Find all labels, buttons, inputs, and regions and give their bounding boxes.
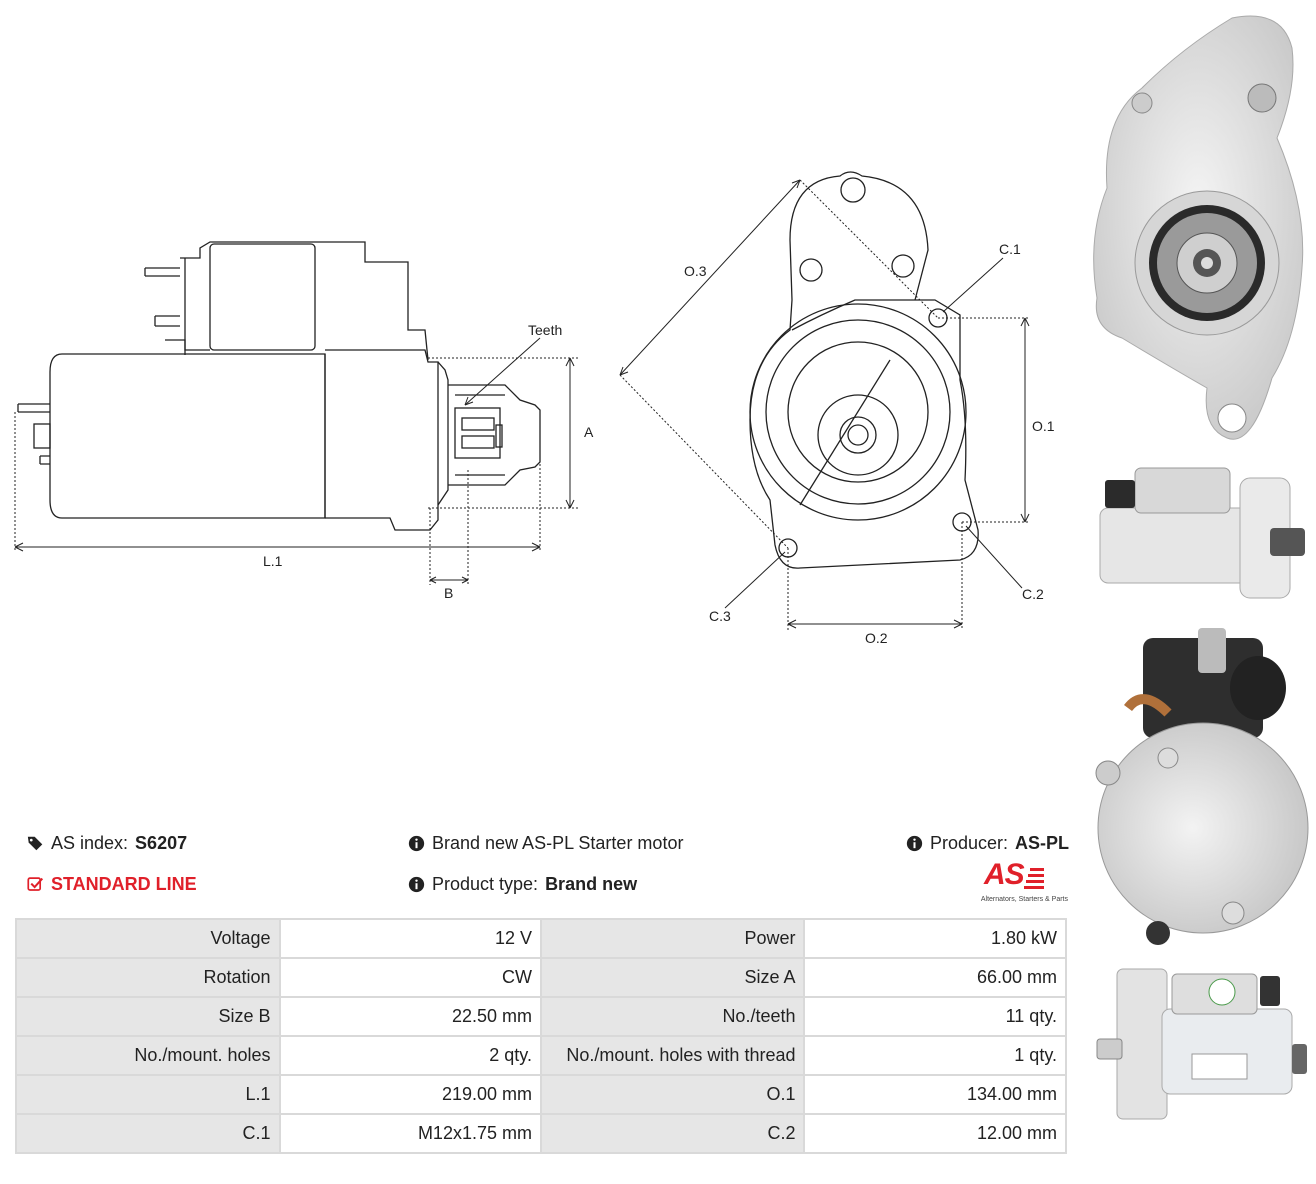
as-index-label: AS index: [51,833,129,853]
standard-line-badge: STANDARD LINE [27,874,197,895]
as-index-value: S6207 [135,833,188,853]
spec-key: Size B [17,998,279,1035]
label-l1: L.1 [263,553,283,569]
producer-label: Producer: [930,833,1009,853]
product-photo-rear [1095,628,1309,945]
product-photo-front [1093,15,1304,440]
spec-key: No./mount. holes with thread [541,1037,804,1074]
product-type-label: Product type: [432,874,539,894]
info-icon [906,835,923,852]
logo-tagline: Alternators, Starters & Parts [980,896,1068,903]
label-teeth: Teeth [528,322,562,338]
spec-value: 22.50 mm [280,998,540,1035]
product-type: Product type: Brand new [408,874,637,895]
spec-key: Rotation [17,959,279,996]
label-c1: C.1 [999,241,1021,257]
spec-key: No./teeth [541,998,804,1035]
spec-value: 219.00 mm [280,1076,540,1113]
check-square-icon [27,877,44,891]
info-icon [408,835,425,852]
producer: Producer: AS-PL [906,833,1069,854]
spec-value: CW [280,959,540,996]
label-b: B [444,585,453,601]
label-o3: O.3 [684,263,707,279]
label-c3: C.3 [709,608,731,624]
spec-key: Size A [541,959,804,996]
logo-mark: AS [984,858,1044,892]
as-index: AS index: S6207 [27,833,187,854]
label-o1: O.1 [1032,418,1055,434]
label-a: A [584,424,594,440]
product-description: Brand new AS-PL Starter motor [408,833,683,854]
label-c2: C.2 [1022,586,1044,602]
spec-key: L.1 [17,1076,279,1113]
spec-key: Power [541,920,804,957]
spec-key: C.2 [541,1115,804,1152]
producer-value: AS-PL [1015,833,1070,853]
spec-key: O.1 [541,1076,804,1113]
spec-value: 12 V [280,920,540,957]
description-text: Brand new AS-PL Starter motor [432,833,684,853]
product-type-value: Brand new [545,874,638,894]
as-pl-logo: AS Alternators, Starters & Parts [962,858,1068,906]
spec-value: 1 qty. [805,1037,1065,1074]
spec-value: 2 qty. [280,1037,540,1074]
product-photo-side [1099,467,1305,599]
spec-value: 134.00 mm [805,1076,1065,1113]
spec-value: 11 qty. [805,998,1065,1035]
label-o2: O.2 [865,630,888,646]
spec-key: C.1 [17,1115,279,1152]
tag-icon [27,836,43,851]
product-photo-label-side [1096,968,1307,1120]
spec-value: 1.80 kW [805,920,1065,957]
spec-key: No./mount. holes [17,1037,279,1074]
spec-value: M12x1.75 mm [280,1115,540,1152]
spec-value: 12.00 mm [805,1115,1065,1152]
spec-value: 66.00 mm [805,959,1065,996]
front-view-drawing: O.3 C.1 O.1 C.2 C.3 O.2 [619,171,1055,646]
info-icon [408,876,425,893]
spec-key: Voltage [17,920,279,957]
standard-line-label: STANDARD LINE [51,874,197,894]
side-view-drawing: Teeth A L.1 B [14,241,594,601]
